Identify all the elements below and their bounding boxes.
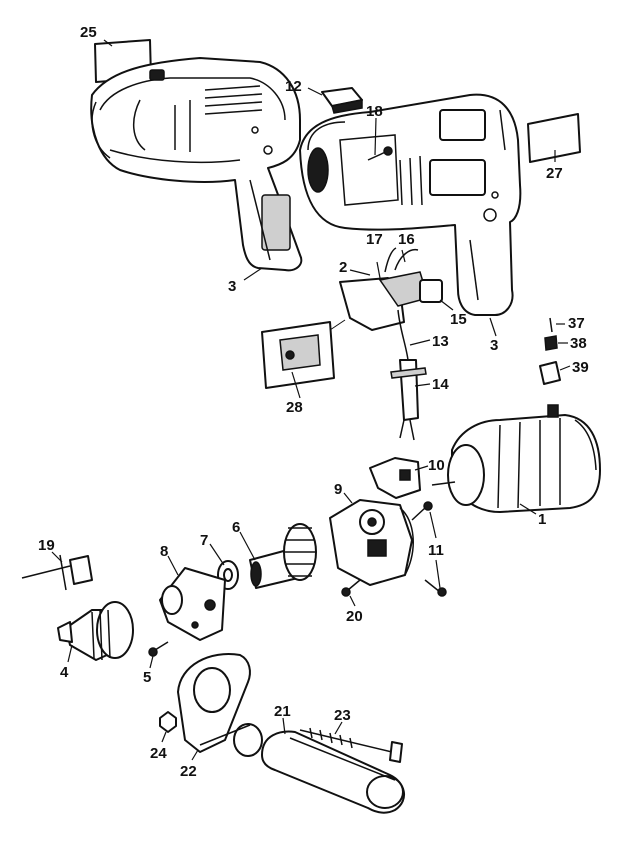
screw-20	[341, 579, 361, 597]
callout-3-left: 3	[228, 278, 236, 295]
nut-24	[159, 711, 177, 733]
chuck-4	[57, 601, 134, 661]
callout-11: 11	[428, 542, 444, 559]
screws-11	[411, 501, 447, 597]
callout-4: 4	[60, 664, 69, 681]
chuck-key-19	[21, 554, 93, 591]
brush-holder-10	[369, 457, 421, 499]
callout-23: 23	[334, 707, 351, 724]
callout-6: 6	[232, 519, 240, 536]
callout-22: 22	[180, 763, 197, 780]
callout-28: 28	[286, 399, 303, 416]
callout-38: 38	[570, 335, 587, 352]
callout-18: 18	[366, 103, 383, 120]
callout-2: 2	[339, 259, 347, 276]
callout-17: 17	[366, 231, 383, 248]
callout-13: 13	[432, 333, 449, 350]
callout-19: 19	[38, 537, 55, 554]
gear-housing-9	[329, 499, 414, 586]
callout-37: 37	[568, 315, 585, 332]
callout-20: 20	[346, 608, 363, 625]
callout-3-right: 3	[490, 337, 498, 354]
callout-39: 39	[572, 359, 589, 376]
callout-21: 21	[274, 703, 291, 720]
callout-9: 9	[334, 481, 342, 498]
cord-and-sleeve	[390, 309, 427, 441]
callout-24: 24	[150, 745, 167, 762]
switch-detail-28	[261, 319, 346, 389]
callout-1: 1	[538, 511, 546, 528]
callout-14: 14	[432, 376, 449, 393]
handle-grip-21	[261, 730, 405, 814]
callout-7: 7	[200, 532, 208, 549]
leader-lines	[51, 39, 571, 761]
callout-10: 10	[428, 457, 445, 474]
callout-27: 27	[546, 165, 563, 182]
motor-armature-1	[431, 404, 601, 513]
small-parts-37-38-39	[539, 317, 561, 385]
switch-button-12	[321, 87, 363, 114]
callout-12: 12	[285, 78, 302, 95]
callout-8: 8	[160, 543, 168, 560]
bolt-23	[299, 727, 403, 763]
switch-assembly-2	[339, 247, 443, 331]
callout-5: 5	[143, 669, 151, 686]
front-plate-8	[159, 567, 226, 641]
callout-15: 15	[450, 311, 467, 328]
housing-half-left	[90, 57, 303, 272]
callout-labels: 25 12 18 27 3 17 16 2 15 3 13 14 28 37 3…	[38, 24, 589, 780]
housing-half-right	[299, 93, 522, 316]
callout-25: 25	[80, 24, 97, 41]
screw-18	[367, 146, 393, 161]
callout-16: 16	[398, 231, 415, 248]
screw-5	[148, 641, 169, 657]
side-handle-bracket-22	[177, 653, 263, 757]
spindle-gear-6	[249, 523, 317, 589]
label-plate-27	[527, 113, 581, 163]
